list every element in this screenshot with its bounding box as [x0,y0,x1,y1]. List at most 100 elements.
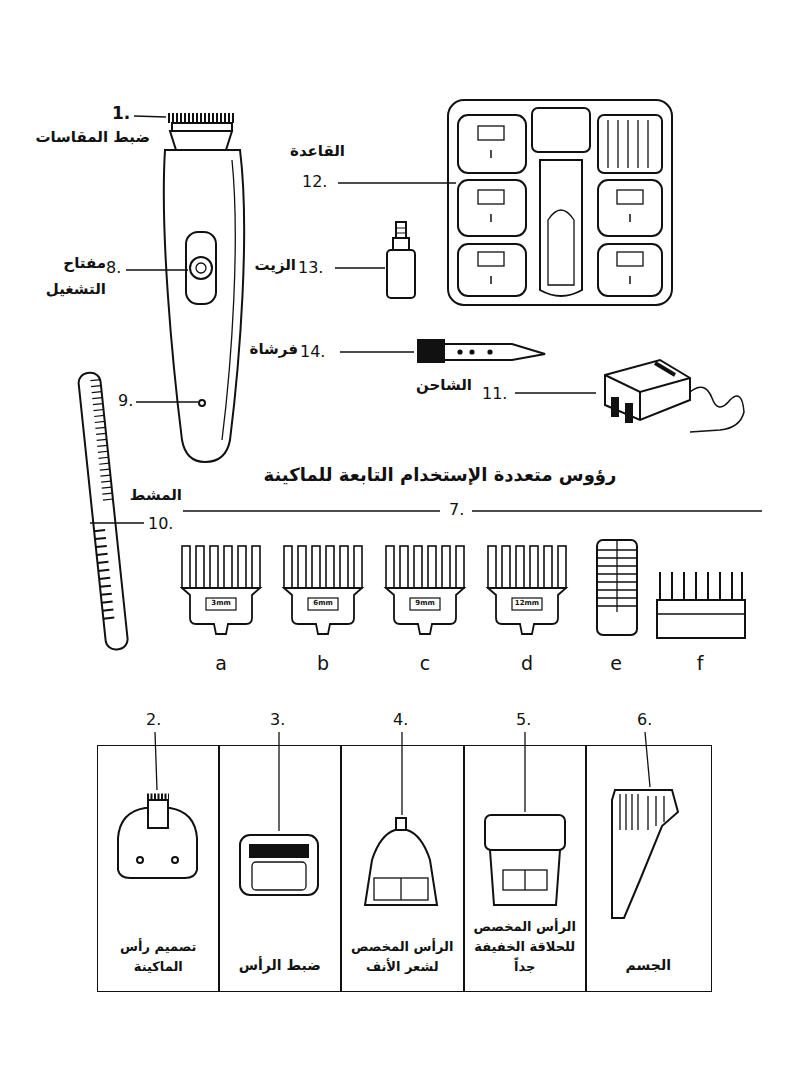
wide-comb [657,572,745,638]
trimmer-part [196,263,206,273]
heads-part [278,732,279,831]
guide-combs-part [284,546,362,634]
table-cell: الجسم [585,745,712,992]
heads-part [524,870,525,890]
table-cell: الرأس المخصص لشعر الأنف [340,745,465,992]
heads-part [137,857,143,863]
trimmer-part [222,160,235,440]
table-cell: الرأس المخصص للحلاقة الخفيفة جداً [463,745,587,992]
guide-combs-part [182,546,260,634]
charger-part [655,363,675,375]
trimmer-part [186,232,216,304]
base-stand-part [548,210,574,285]
comb-10 [78,372,129,651]
trimmer-part [172,123,232,131]
heads-part [524,732,525,812]
base-stand-part [598,180,662,236]
heads-part [250,845,308,857]
part-label: القاعدة [275,142,345,161]
callout-number: 1. [112,103,130,124]
head-label: الجسم [620,955,677,991]
variant-letter: e [604,652,628,676]
callout-number: 4. [393,710,408,730]
comb-10-part [90,380,112,500]
callout-number: 9. [118,391,133,411]
heads-part [148,800,168,828]
heads-part [490,850,560,905]
charger-part [605,375,690,420]
base-stand-part [458,180,526,236]
heads-part [400,878,401,900]
roller-attachment [597,540,637,635]
base-stand-part [490,214,492,222]
trimmer-part [134,116,166,117]
heads-part [240,835,318,895]
comb-10-part [94,530,114,619]
heads-part [648,796,664,830]
variant-letter: c [413,652,437,676]
callout-number: 5. [516,710,531,730]
base-stand-part [458,244,526,296]
brush-part [470,350,473,353]
heads-part [155,732,157,790]
charger-part [690,387,744,432]
leader-lines-part [472,510,762,511]
comb-10-part [78,372,129,651]
oil-bottle-part [387,250,415,298]
base-stand-part [338,182,456,183]
table-cell: ضبط الرأس [218,745,342,992]
part-label: الزيت [226,256,296,275]
brush-part [340,351,414,352]
oil-bottle-part [396,233,406,234]
guide-combs-part [386,546,464,634]
charger-part [612,398,618,416]
base-stand-part [540,160,582,296]
part-label: 3mm [207,599,235,608]
brush-part [418,340,444,362]
trimmer-part [164,150,244,462]
heads-part [620,794,638,830]
head-label: تصميم رأس الماكينة [98,937,219,991]
trimmer-part [168,113,236,123]
roller-attachment-part [616,540,617,612]
leader-lines [90,511,762,523]
brush-part [488,350,491,353]
base-stand-part [647,120,648,168]
part-label: رؤوس متعددة الإستخدام التابعة للماكينة [150,464,730,487]
part-label: 9mm [411,599,439,608]
charger-part [515,392,596,393]
brush-part [444,344,545,360]
roller-attachment-part [597,540,637,635]
trimmer-part [170,131,232,150]
base-stand-part [478,190,504,204]
charger-part [626,404,632,422]
head-label: الرأس المخصص لشعر الأنف [341,937,464,991]
trimmer-part [199,400,205,406]
base-stand-part [490,276,492,284]
head-label: ضبط الرأس [233,955,327,991]
callout-number: 8. [106,258,121,278]
callout-number: 6. [637,710,652,730]
callout-number: 3. [270,710,285,730]
table-cell: تصميم رأس الماكينة [97,745,220,992]
variant-letter: b [311,652,335,676]
base-stand-part [478,252,504,266]
callout-number: 2. [146,710,161,730]
base-stand-part [532,108,590,152]
part-label: 6mm [309,599,337,608]
base-stand-part [598,115,662,173]
trimmer-part [126,269,188,270]
heads-part [172,857,178,863]
heads-part [365,830,437,905]
brush-part [458,350,461,353]
base-stand-part [458,115,526,173]
callout-number: 14. [300,342,325,362]
callout-number: 12. [302,172,327,192]
trimmer [126,116,244,462]
heads-part [374,878,428,900]
oil-bottle-part [396,228,406,229]
callout-number: 13. [298,258,323,278]
base-stand-part [629,214,631,222]
heads-part [612,790,678,918]
base-stand-part [448,100,672,305]
